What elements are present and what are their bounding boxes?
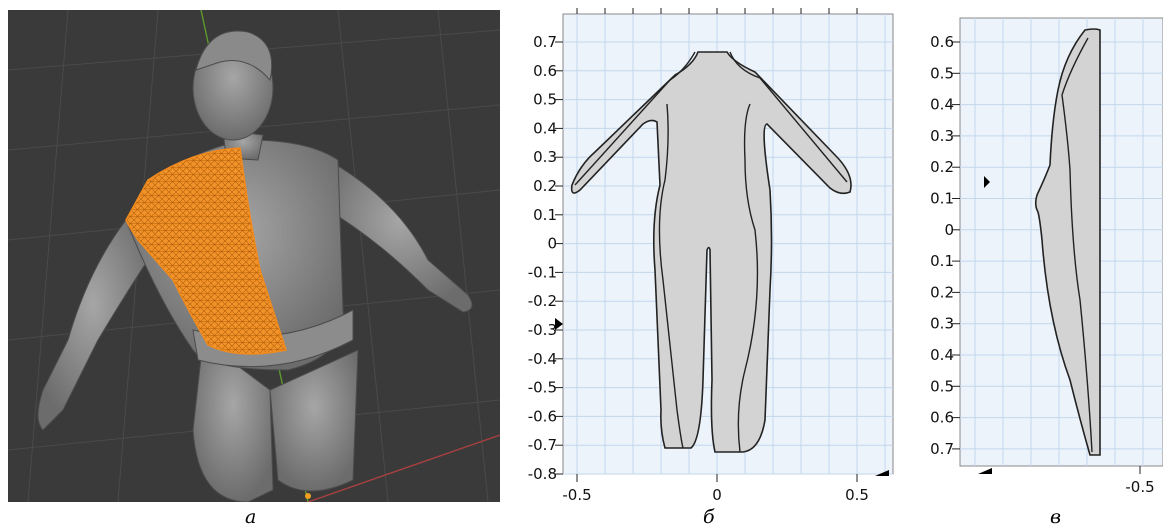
y-tick-label: 0.3	[930, 127, 954, 145]
origin-point	[305, 493, 311, 499]
caption-v: в	[1050, 506, 1062, 528]
y-tick-label: 0.1	[533, 206, 557, 224]
front-garment-shape	[570, 51, 852, 453]
y-tick-label: -0.5	[528, 379, 557, 397]
y-tick-label: -0.1	[528, 263, 557, 281]
y-tick-label: 0.2	[533, 177, 557, 195]
y-tick-label: -0.4	[930, 346, 954, 364]
viewport-3d[interactable]	[8, 10, 500, 502]
y-tick-label: -0.2	[930, 283, 954, 301]
y-tick-label: -0.2	[528, 292, 557, 310]
x-tick-label: -0.5	[1125, 478, 1154, 496]
front-x-tick-labels: -0.5 0 0.5	[562, 8, 869, 504]
side-x-tick-labels: -0.5	[1125, 466, 1155, 496]
x-tick-label: -0.5	[562, 486, 591, 504]
y-tick-label: -0.1	[930, 252, 954, 270]
side-plot-svg: 0.6 0.5 0.4 0.3 0.2 0.1 0 -0.1 -0.2 -0.3 -0.4 -0.5 -…	[925, 17, 1163, 496]
caption-a: а	[245, 506, 257, 528]
y-tick-label: 0.4	[930, 96, 954, 114]
triangle-marker-icon	[555, 318, 563, 330]
y-tick-label: 0.4	[533, 119, 557, 137]
side-projection-plot: 0.6 0.5 0.4 0.3 0.2 0.1 0 -0.1 -0.2 -0.3 -0.4 -0.5 -…	[925, 0, 1163, 510]
side-seam-lines	[1061, 37, 1093, 453]
front-y-tick-labels: 0.7 0.6 0.5 0.4 0.3 0.2 0.1 0 -0.1 -0.2 -0.3 -0.4 -0…	[528, 33, 563, 483]
caption-b: б	[703, 506, 715, 528]
human-figure	[37, 30, 473, 502]
y-tick-label: 0.5	[930, 64, 954, 82]
side-y-tick-labels: 0.6 0.5 0.4 0.3 0.2 0.1 0 -0.1 -0.2 -0.3 -0.4 -0.5 -…	[925, 33, 960, 458]
y-tick-label: 0.1	[930, 190, 954, 208]
y-tick-label: 0.3	[533, 148, 557, 166]
x-tick-label: 0.5	[845, 486, 869, 504]
triangle-marker-icon	[978, 468, 992, 474]
x-axis-line	[307, 434, 500, 502]
y-tick-label: -0.6	[528, 407, 557, 425]
y-tick-label: -0.7	[930, 440, 954, 458]
y-tick-label: 0.6	[533, 62, 557, 80]
y-tick-label: 0	[547, 235, 557, 253]
y-tick-label: 0	[944, 221, 954, 239]
y-tick-label: -0.5	[930, 377, 954, 395]
y-tick-label: -0.4	[528, 350, 557, 368]
y-tick-label: -0.3	[930, 315, 954, 333]
front-projection-plot: 0.7 0.6 0.5 0.4 0.3 0.2 0.1 0 -0.1 -0.2 -0.3 -0.4 -0…	[505, 0, 900, 510]
x-tick-label: 0	[712, 486, 722, 504]
selected-mesh	[125, 147, 287, 355]
triangle-marker-icon	[984, 176, 990, 188]
y-tick-label: -0.3	[528, 321, 557, 339]
y-tick-label: -0.6	[930, 409, 954, 427]
y-tick-label: 0.6	[930, 33, 954, 51]
y-tick-label: 0.5	[533, 91, 557, 109]
y-tick-label: -0.7	[528, 436, 557, 454]
y-tick-label: 0.7	[533, 33, 557, 51]
y-tick-label: -0.8	[528, 465, 557, 483]
viewport-scene	[8, 10, 500, 502]
y-tick-label: 0.2	[930, 158, 954, 176]
front-seam-lines	[574, 51, 848, 453]
triangle-marker-icon	[875, 470, 889, 476]
front-plot-svg: 0.7 0.6 0.5 0.4 0.3 0.2 0.1 0 -0.1 -0.2 -0.3 -0.4 -0…	[528, 8, 894, 504]
